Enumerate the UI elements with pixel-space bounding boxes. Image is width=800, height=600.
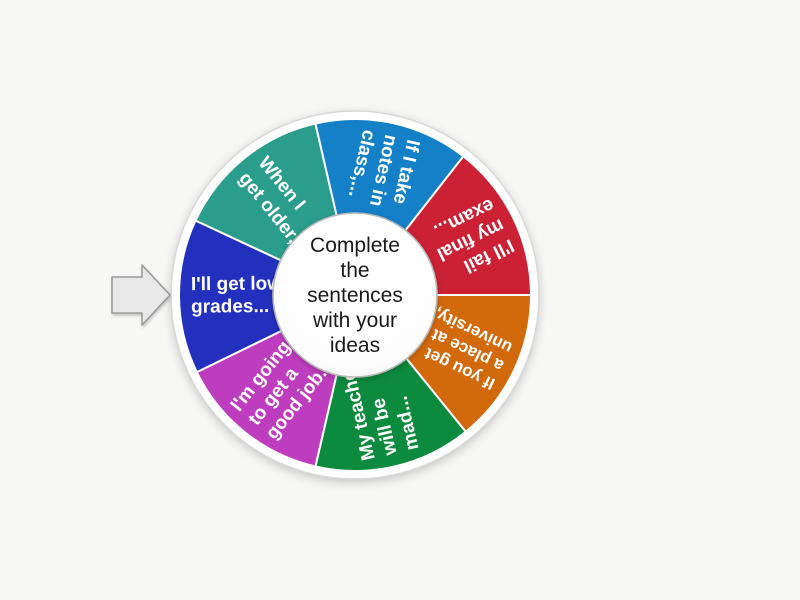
hub-text-line: with your bbox=[312, 309, 397, 332]
hub-text-line: the bbox=[340, 259, 369, 282]
segment-blue[interactable] bbox=[178, 219, 358, 374]
label-line: I'll get low bbox=[191, 273, 282, 295]
label-line: grades... bbox=[191, 296, 269, 318]
hub-text-line: sentences bbox=[307, 284, 403, 307]
hub-text-line: Complete bbox=[310, 234, 400, 257]
spinner-pointer bbox=[111, 264, 171, 326]
pointer-arrow-icon bbox=[111, 264, 171, 326]
wheel-rim-edge bbox=[170, 110, 540, 480]
hub-text-line: ideas bbox=[330, 334, 380, 357]
hub-circle[interactable] bbox=[272, 212, 438, 378]
